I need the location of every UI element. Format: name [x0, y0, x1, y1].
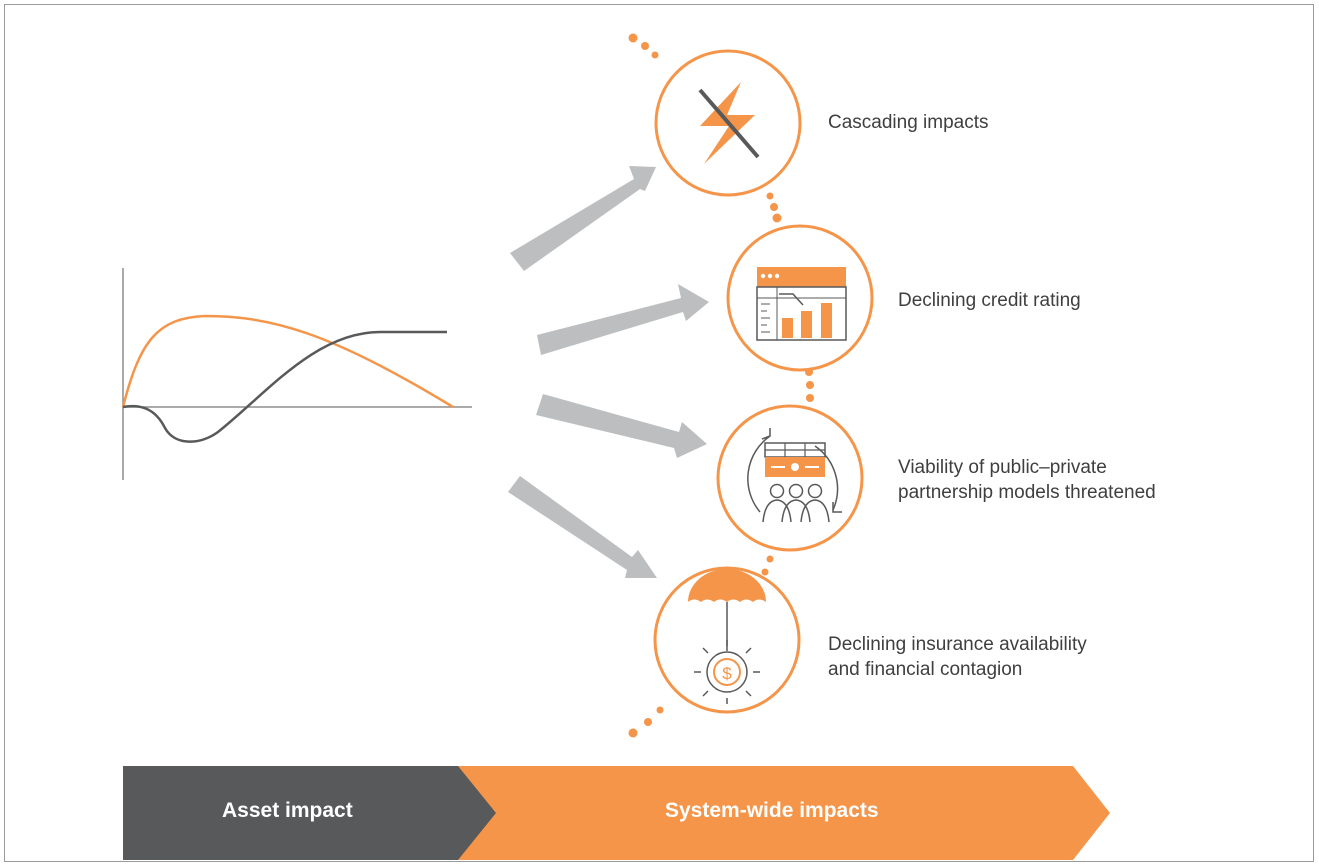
- label-declining-credit-rating: Declining credit rating: [898, 290, 1081, 311]
- partnership-node: [716, 404, 864, 552]
- asset-band-shape: [123, 766, 496, 860]
- connector-dot: [628, 33, 638, 43]
- node-circle: [716, 404, 864, 552]
- lightning-strike-icon: [698, 82, 760, 164]
- impact-arrows: [508, 166, 709, 578]
- umbrella-dollar-icon: $: [688, 569, 766, 704]
- connector-dot: [806, 394, 814, 402]
- credit-rating-node: [726, 224, 874, 372]
- system-band-shape: [455, 766, 1110, 860]
- label-partnership-line-1: Viability of public–private: [898, 457, 1107, 478]
- connector-dot: [628, 728, 638, 738]
- connector-dot: [770, 203, 778, 211]
- diagram-frame: [4, 4, 1314, 862]
- label-insurance-line-1: Declining insurance availability: [828, 634, 1087, 655]
- system-wide-impacts-label: System-wide impacts: [665, 799, 879, 822]
- svg-text:$: $: [722, 664, 732, 683]
- label-insurance-availability: Declining insurance availability and fin…: [828, 632, 1087, 682]
- connector-dot: [656, 706, 664, 714]
- impact-curve-chart: [121, 268, 472, 480]
- label-insurance-line-2: and financial contagion: [828, 659, 1023, 680]
- impact-timeline-band: [123, 766, 1110, 860]
- arrow-to-insurance: [508, 476, 657, 578]
- insurance-node: $: [653, 566, 801, 714]
- label-partnership-viability: Viability of public–private partnership …: [898, 455, 1156, 505]
- cascading-impacts-node: [654, 49, 802, 197]
- chart-series-orange: [121, 314, 454, 409]
- arrow-to-cascading: [510, 166, 656, 271]
- connector-dot: [806, 381, 814, 389]
- connector-dot: [766, 555, 774, 563]
- connector-dot: [772, 213, 782, 223]
- arrow-to-credit: [537, 284, 709, 355]
- label-partnership-line-2: partnership models threatened: [898, 482, 1156, 503]
- connector-dot: [651, 51, 659, 59]
- credit-rating-chart-icon: [756, 267, 847, 341]
- connector-dot: [644, 718, 652, 726]
- connector-dot: [766, 192, 774, 200]
- connector-dot: [761, 568, 769, 576]
- label-cascading-impacts: Cascading impacts: [828, 112, 989, 133]
- chart-series-gray: [122, 330, 447, 443]
- asset-impact-label: Asset impact: [222, 799, 353, 822]
- connector-dot: [641, 42, 649, 50]
- partnership-cycle-icon: [747, 428, 842, 523]
- arrow-to-partnership: [536, 394, 707, 458]
